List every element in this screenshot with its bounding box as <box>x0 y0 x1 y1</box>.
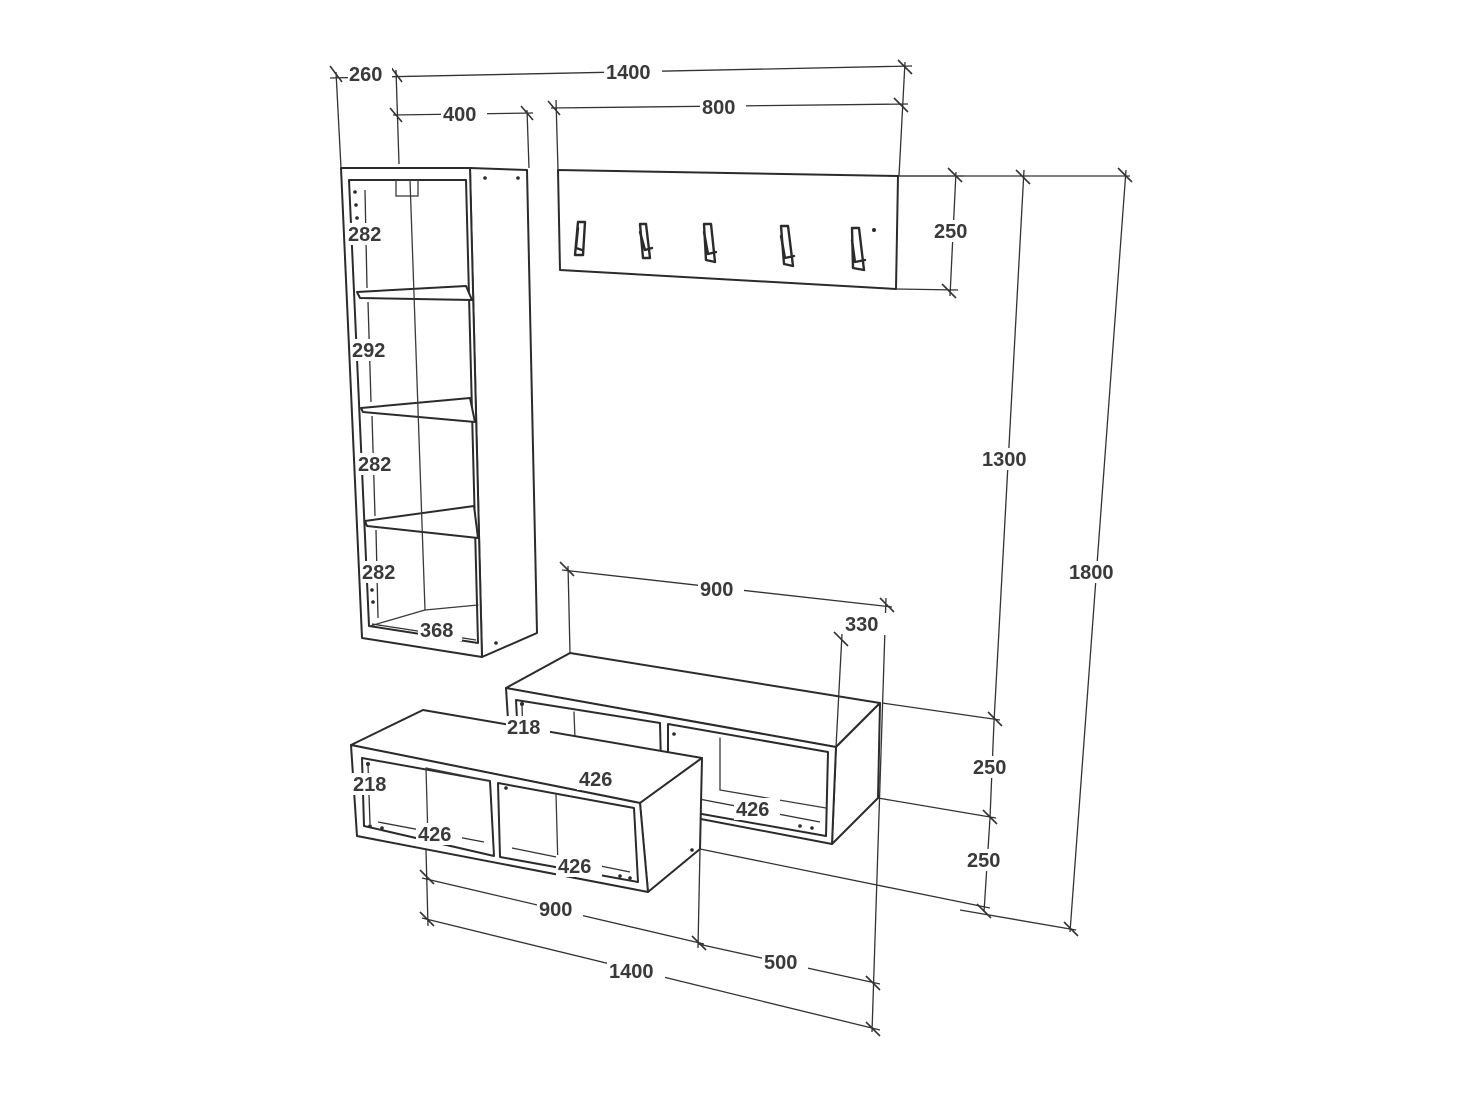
upper-cabinet-width-label: 900 <box>700 579 733 601</box>
rack-to-floor-height-label: 1300 <box>982 449 1027 471</box>
cabinet-offset-label: 500 <box>764 952 797 974</box>
coat-hook <box>573 220 587 257</box>
lower-cabinet-height-label: 250 <box>967 850 1000 872</box>
shelf-inner-width-label: 368 <box>420 620 453 642</box>
upper-cabinet-right-inner-width-label: 426 <box>736 799 769 821</box>
compartment-1-height-label: 282 <box>348 224 381 246</box>
compartment-4-height-label: 282 <box>362 562 395 584</box>
coat-rack <box>557 167 964 299</box>
upper-cabinet-inner-height-label: 218 <box>507 717 540 739</box>
coat-rack-height-label: 250 <box>934 221 967 243</box>
coat-hook <box>850 226 867 272</box>
upper-cabinet-height-label: 250 <box>973 757 1006 779</box>
upper-cabinet-left-inner-width-label: 426 <box>579 769 612 791</box>
coat-hook <box>702 222 718 264</box>
lower-cabinet-right-inner-width-label: 426 <box>558 856 591 878</box>
cabinet-depth-label: 330 <box>845 614 878 636</box>
coat-hook <box>779 224 796 268</box>
overall-width-bottom-label: 1400 <box>609 961 654 983</box>
dimension-labels: 260 1400 400 800 250 282 292 282 282 368… <box>347 61 1125 983</box>
coat-hook <box>638 222 654 260</box>
lower-cabinet-inner-height-label: 218 <box>353 774 386 796</box>
overall-width-top-label: 1400 <box>606 62 651 84</box>
vertical-dimension-lines <box>699 167 1133 937</box>
shelf-width-label: 400 <box>443 104 476 126</box>
total-height-label: 1800 <box>1069 562 1114 584</box>
lower-cabinet-width-label: 900 <box>539 899 572 921</box>
coat-rack-width-label: 800 <box>702 97 735 119</box>
compartment-3-height-label: 282 <box>358 454 391 476</box>
shelf-depth-label: 260 <box>349 64 382 86</box>
compartment-2-height-label: 292 <box>352 340 385 362</box>
tall-shelf-unit <box>340 167 538 658</box>
lower-cabinet-left-inner-width-label: 426 <box>418 824 451 846</box>
